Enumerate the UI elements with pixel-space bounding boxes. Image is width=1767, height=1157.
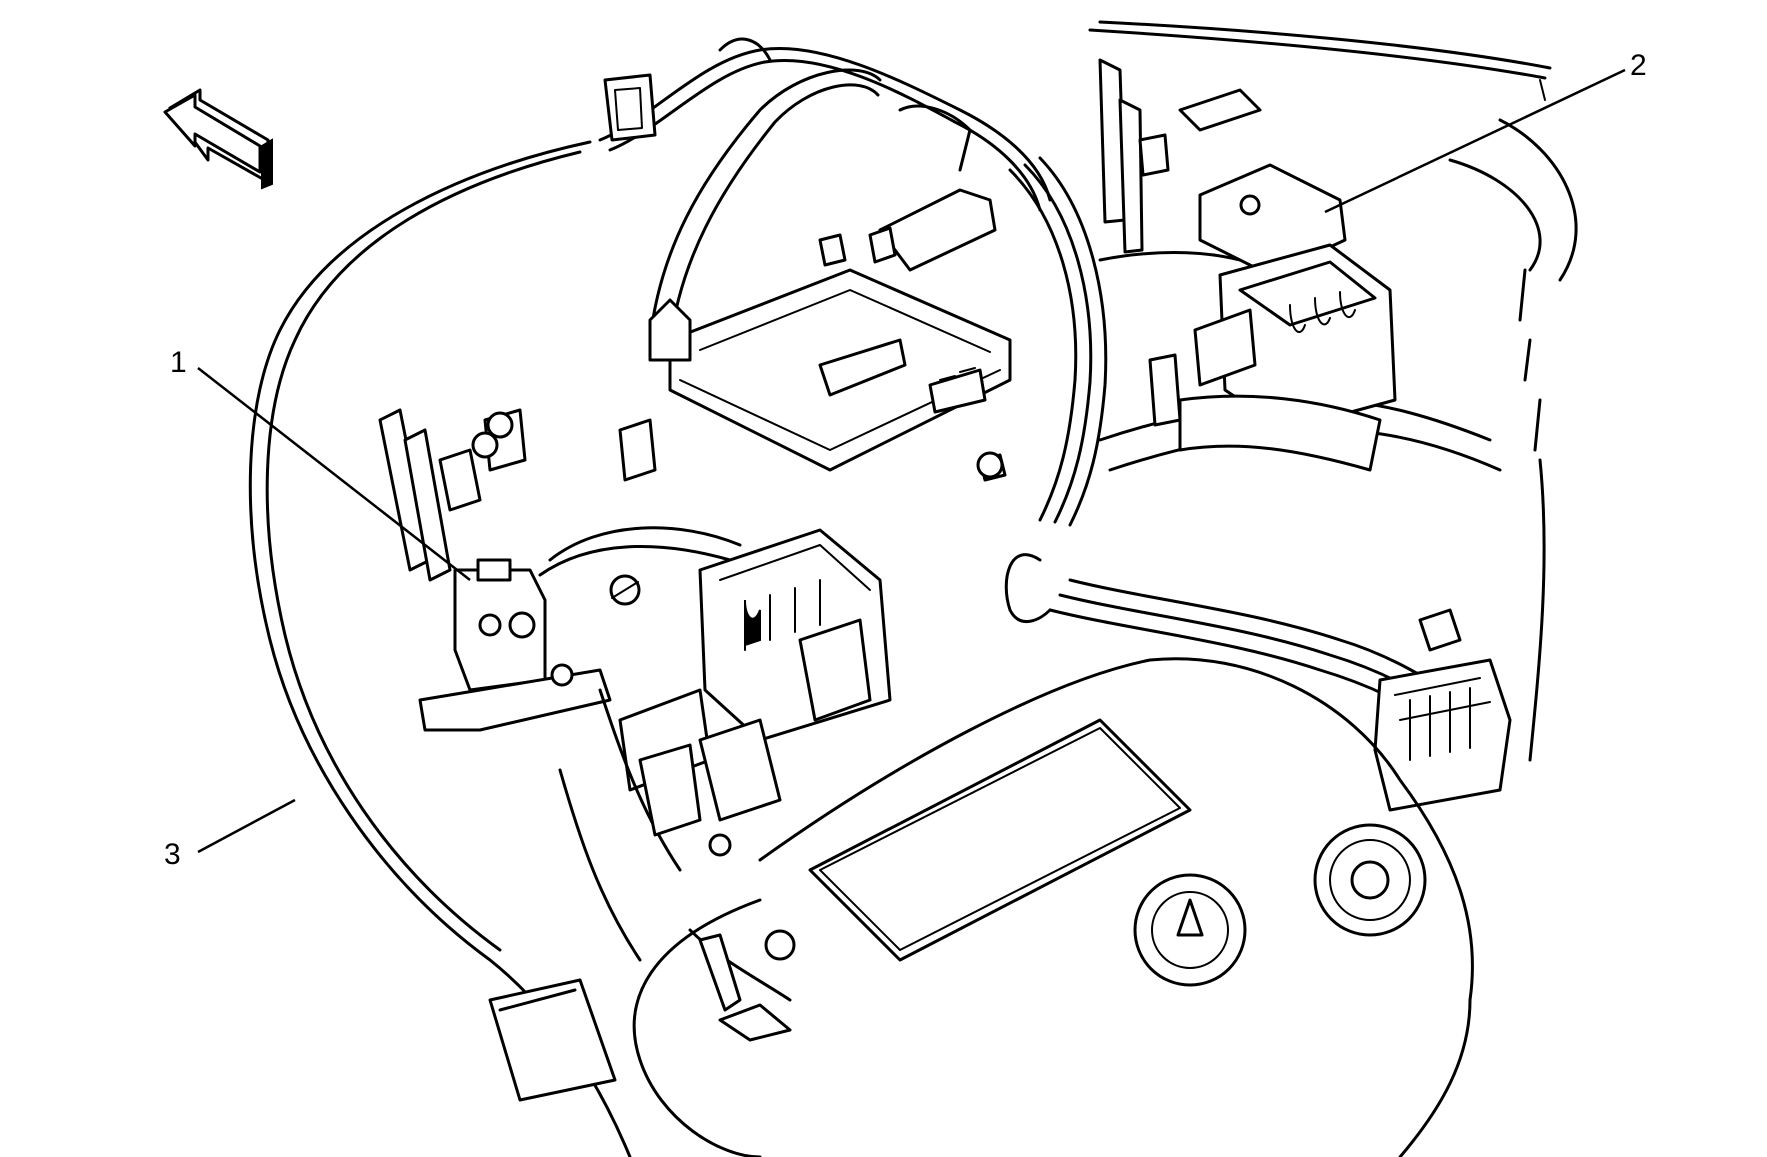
upper-bracket-details [471,88,1262,482]
callout-2: 2 [1630,49,1647,82]
leader-2 [1324,68,1626,214]
relay-connector [1138,133,1397,472]
forward-arrow-icon [163,88,273,190]
callout-leaders [197,68,1626,854]
control-module [668,268,1012,482]
harness-connector-top [603,58,1144,254]
lower-right-connector [1373,608,1512,812]
leader-3 [197,798,296,854]
callout-1: 1 [170,346,187,379]
leader-1 [197,367,471,581]
overhead-console-housing [248,20,1578,1157]
callout-3: 3 [164,838,181,871]
lower-module-plate [558,657,1474,1157]
actuator-component [378,408,742,732]
